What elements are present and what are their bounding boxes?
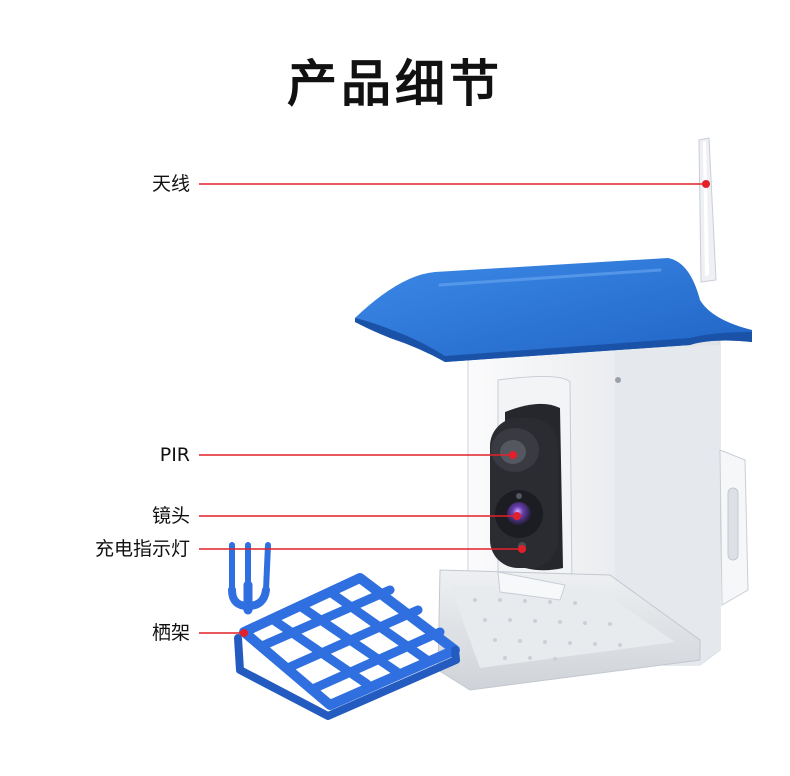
camera-module	[490, 375, 573, 589]
callout-label-pir: PIR	[159, 444, 190, 466]
callout-label-charge-indicator: 充电指示灯	[94, 538, 190, 560]
antenna	[698, 137, 717, 283]
perch	[228, 542, 460, 720]
seed-tray	[437, 569, 701, 691]
roof	[355, 258, 752, 362]
callout-label-perch: 栖架	[151, 622, 190, 644]
callout-label-lens: 镜头	[151, 505, 190, 527]
callout-label-antenna: 天线	[151, 173, 190, 195]
page-title: 产品细节	[287, 55, 503, 113]
